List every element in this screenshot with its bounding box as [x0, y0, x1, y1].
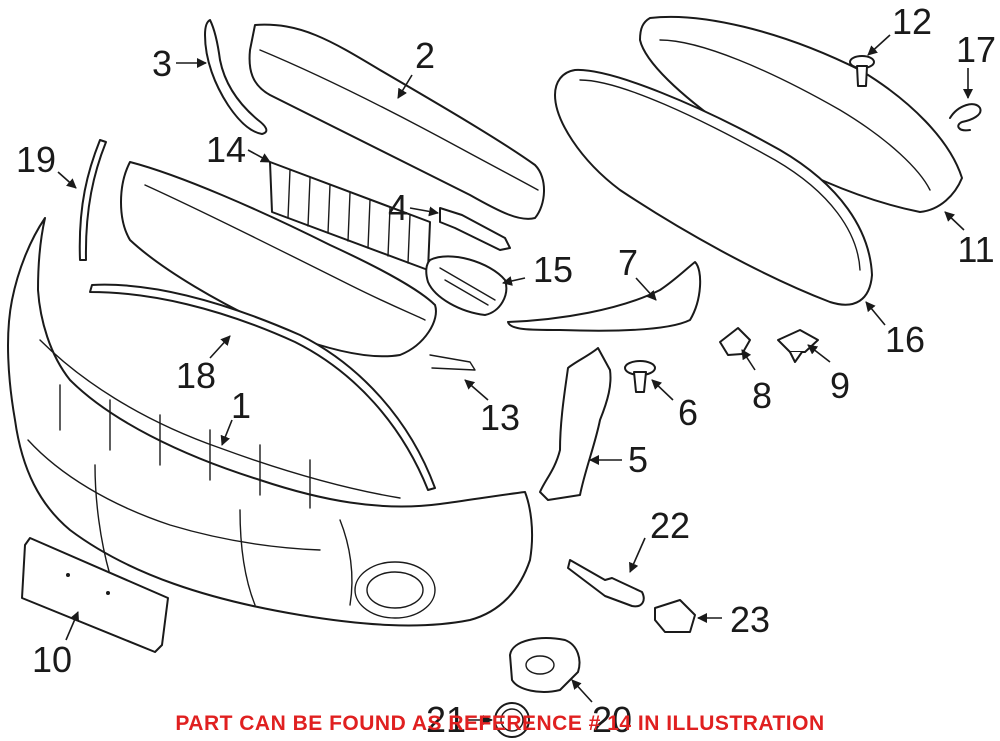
side-vent-grille-part — [425, 255, 508, 316]
leader-10 — [65, 611, 80, 641]
leader-12 — [867, 34, 891, 56]
side-support-part — [539, 347, 612, 501]
license-plate-bracket-part — [21, 537, 169, 653]
callout-8: 8 — [752, 375, 772, 416]
grille-frame-part — [639, 15, 963, 213]
push-clip-part — [624, 360, 656, 393]
callout-4: 4 — [388, 187, 408, 228]
leader-1 — [220, 419, 233, 446]
callout-15: 15 — [533, 249, 573, 290]
leader-13 — [464, 379, 489, 401]
leader-20 — [571, 679, 593, 703]
leader-4 — [409, 206, 439, 217]
callout-6: 6 — [678, 392, 698, 433]
callout-1: 1 — [231, 385, 251, 426]
callout-23: 23 — [730, 599, 770, 640]
lower-grille-part — [120, 161, 476, 371]
callout-18: 18 — [176, 355, 216, 396]
callout-labels: 1 2 3 4 5 6 7 8 9 10 11 12 13 14 15 16 1… — [16, 1, 996, 740]
leader-18 — [209, 335, 231, 359]
callout-20: 20 — [592, 699, 632, 740]
sensor-ring-part — [494, 702, 530, 738]
leader-8 — [741, 349, 756, 371]
leader-lines — [57, 34, 973, 725]
bolt-part — [849, 55, 875, 87]
callout-13: 13 — [480, 397, 520, 438]
reference-notice: PART CAN BE FOUND AS REFERENCE # 14 IN I… — [175, 712, 824, 735]
side-trim-strip-part — [507, 261, 702, 332]
callout-21: 21 — [426, 699, 466, 740]
edge-molding-part — [78, 139, 107, 261]
screw-clip-part — [777, 329, 819, 363]
leader-14 — [247, 149, 271, 163]
spring-clip-part — [949, 103, 982, 132]
side-bracket-part — [204, 19, 268, 135]
callout-9: 9 — [830, 365, 850, 406]
leader-2 — [397, 74, 413, 99]
callout-12: 12 — [892, 1, 932, 42]
leader-16 — [865, 301, 886, 326]
clip-bracket-part — [439, 207, 511, 251]
leader-15 — [502, 276, 526, 286]
connector-part — [654, 599, 696, 633]
callout-14: 14 — [206, 129, 246, 170]
callout-22: 22 — [650, 505, 690, 546]
callout-17: 17 — [956, 29, 996, 70]
leader-6 — [651, 379, 674, 401]
callout-16: 16 — [885, 319, 925, 360]
callout-3: 3 — [152, 43, 172, 84]
callout-10: 10 — [32, 639, 72, 680]
leader-7 — [635, 277, 657, 301]
callout-19: 19 — [16, 139, 56, 180]
leader-22 — [629, 537, 646, 573]
callout-5: 5 — [628, 439, 648, 480]
leader-9 — [807, 344, 831, 363]
bumper-cover-part — [7, 217, 534, 627]
grille-gasket-part — [554, 68, 873, 306]
long-trim-strip-part — [89, 283, 436, 491]
sensor-holder-part — [509, 637, 581, 693]
callout-7: 7 — [618, 242, 638, 283]
leader-11 — [944, 211, 965, 231]
upper-trim-bar-part — [248, 23, 545, 220]
callout-11: 11 — [957, 229, 994, 270]
parking-sensor-part — [567, 559, 645, 608]
leader-19 — [57, 171, 77, 189]
clip-nut-part — [719, 327, 751, 356]
callout-2: 2 — [415, 35, 435, 76]
